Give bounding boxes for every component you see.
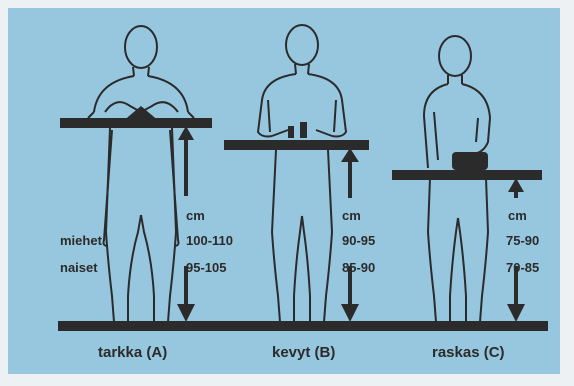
figure-a-person xyxy=(88,26,194,322)
station-c-caption: raskas (C) xyxy=(432,344,505,361)
station-b-men-range: 90-95 xyxy=(342,233,375,248)
row-label-women: naiset xyxy=(60,260,98,275)
arrow-a xyxy=(177,126,195,322)
station-c-women-range: 70-85 xyxy=(506,260,539,275)
figure-b-work-object-2 xyxy=(300,122,307,138)
station-a-women-range: 95-105 xyxy=(186,260,226,275)
station-c-men-range: 75-90 xyxy=(506,233,539,248)
station-a-unit: cm xyxy=(186,208,205,223)
station-b-caption: kevyt (B) xyxy=(272,344,335,361)
table-c-surface xyxy=(392,170,542,180)
table-b-surface xyxy=(224,140,369,150)
station-b-women-range: 85-90 xyxy=(342,260,375,275)
station-c-unit: cm xyxy=(508,208,527,223)
row-label-men: miehet xyxy=(60,233,102,248)
station-b-unit: cm xyxy=(342,208,361,223)
arrow-c xyxy=(507,178,525,322)
table-a-surface xyxy=(60,118,212,128)
figure-c-work-object xyxy=(452,152,488,170)
figure-b-person xyxy=(258,25,346,322)
figure-b-work-object-1 xyxy=(288,126,294,138)
station-a-men-range: 100-110 xyxy=(186,233,233,248)
station-a-caption: tarkka (A) xyxy=(98,344,167,361)
